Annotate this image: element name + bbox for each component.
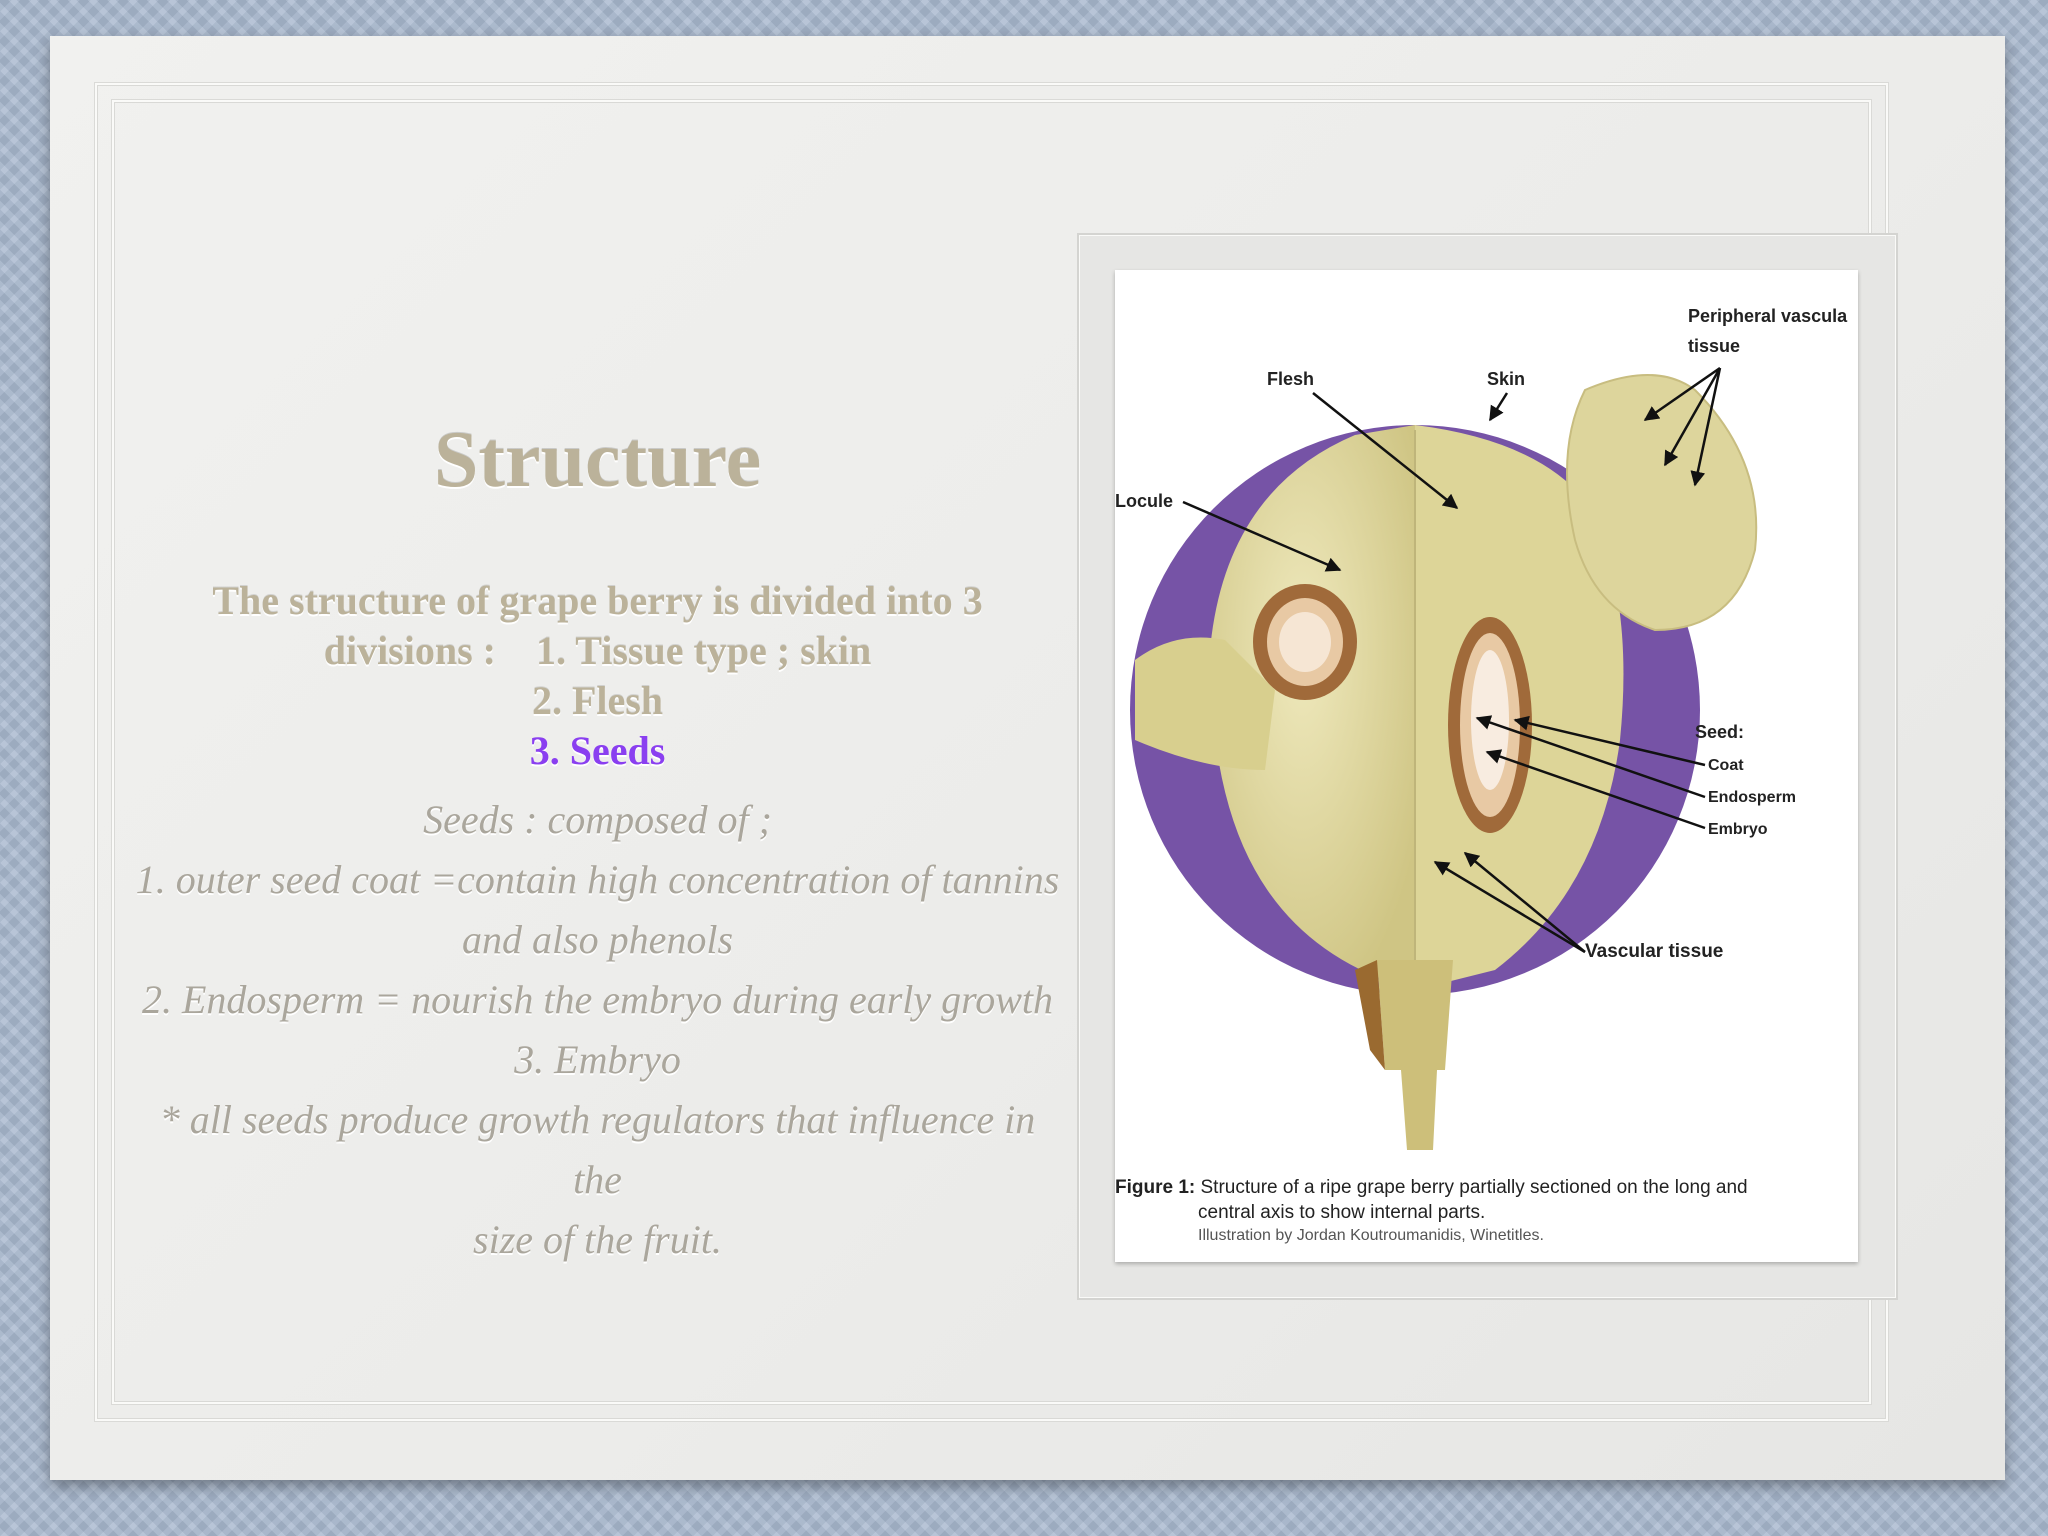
label-peripheral-2: tissue — [1688, 336, 1740, 356]
detail-line: * all seeds produce growth regulators th… — [159, 1097, 1036, 1202]
seed-details: Seeds : composed of ; 1. outer seed coat… — [135, 790, 1060, 1270]
caption-prefix: Figure 1: — [1115, 1177, 1196, 1198]
intro-line-2: divisions : 1. Tissue type ; skin — [323, 628, 872, 673]
label-seed: Seed: — [1695, 722, 1744, 742]
stem — [1377, 960, 1453, 1150]
figure-caption: Figure 1: Structure of a ripe grape berr… — [1115, 1175, 1835, 1247]
label-coat: Coat — [1708, 757, 1744, 774]
text-column: Structure The structure of grape berry i… — [135, 420, 1060, 1270]
flesh-wedge — [1135, 637, 1275, 770]
peripheral-tissue — [1566, 374, 1758, 632]
intro-line-1: The structure of grape berry is divided … — [212, 578, 983, 623]
grape-diagram: Peripheral vascula tissue Flesh Skin Loc… — [1115, 306, 1848, 1150]
seed-left — [1253, 584, 1357, 700]
label-endosperm: Endosperm — [1708, 789, 1796, 806]
grape-figure: Peripheral vascula tissue Flesh Skin Loc… — [1115, 270, 1858, 1262]
label-peripheral-1: Peripheral vascula — [1688, 306, 1848, 326]
detail-line: 2. Endosperm = nourish the embryo during… — [141, 977, 1053, 1022]
label-embryo: Embryo — [1708, 821, 1768, 838]
intro-text: The structure of grape berry is divided … — [135, 576, 1060, 776]
slide-title: Structure — [433, 416, 762, 504]
intro-line-4-seeds: 3. Seeds — [529, 728, 666, 773]
seed-right — [1448, 617, 1532, 833]
detail-line: and also phenols — [461, 917, 734, 962]
intro-line-3: 2. Flesh — [531, 678, 664, 723]
label-locule: Locule — [1115, 491, 1173, 511]
label-flesh: Flesh — [1267, 369, 1314, 389]
caption-line-1: Structure of a ripe grape berry partiall… — [1195, 1177, 1748, 1198]
label-skin: Skin — [1487, 369, 1525, 389]
caption-line-2: central axis to show internal parts. — [1198, 1202, 1486, 1223]
label-vascular: Vascular tissue — [1585, 941, 1723, 962]
flesh-left — [1210, 425, 1415, 990]
detail-line: size of the fruit. — [473, 1217, 722, 1262]
detail-line: 3. Embryo — [514, 1037, 681, 1082]
caption-credit: Illustration by Jordan Koutroumanidis, W… — [1198, 1227, 1544, 1244]
detail-line: 1. outer seed coat =contain high concent… — [135, 857, 1060, 902]
detail-line: Seeds : composed of ; — [423, 797, 772, 842]
